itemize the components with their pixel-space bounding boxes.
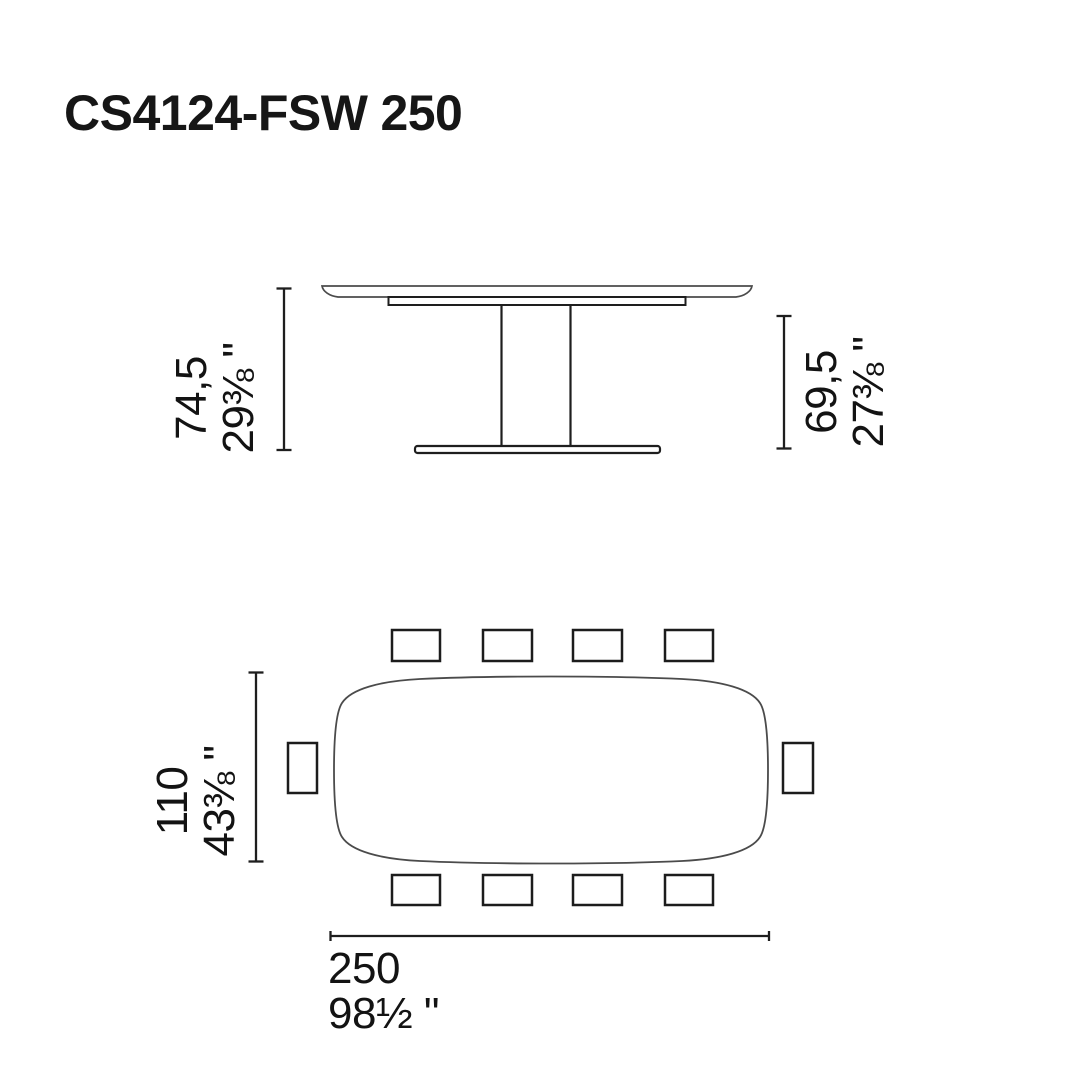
side-height-clearance-label: 69,5 27⅜ " (797, 336, 893, 448)
side-height-total-cm: 74,5 (167, 356, 216, 440)
side-base-plate (413, 444, 662, 455)
chair-bottom-4 (663, 873, 715, 907)
chair-bottom-3 (571, 873, 624, 907)
side-tabletop-outline (320, 285, 754, 298)
top-dimension-lines (248, 671, 771, 941)
chair-top-3 (571, 628, 624, 663)
side-height-total-label: 74,5 29⅜ " (167, 342, 263, 454)
chair-top-1 (390, 628, 442, 663)
top-tabletop-outline (333, 675, 769, 865)
chair-bottom-1 (390, 873, 442, 907)
top-length-label: 250 98½ " (328, 947, 439, 1037)
side-height-clearance-in: 27⅜ " (844, 336, 893, 448)
side-dimension-lines (276, 287, 792, 452)
chair-right (781, 741, 815, 795)
side-height-clearance-cm: 69,5 (797, 350, 846, 434)
top-length-dimension-line (329, 931, 771, 941)
side-height-total-in: 29⅜ " (214, 342, 263, 454)
top-depth-dimension-line (248, 671, 264, 863)
top-length-in: 98½ " (328, 989, 439, 1038)
model-code: CS4124-FSW (64, 85, 368, 141)
side-elevation-drawing (320, 285, 754, 455)
size-value: 250 (380, 85, 463, 141)
top-depth-cm: 110 (148, 766, 197, 836)
seating-plan (286, 628, 815, 907)
side-height-clearance-dimension-line (776, 314, 792, 450)
chair-top-4 (663, 628, 715, 663)
top-length-cm: 250 (328, 944, 400, 993)
top-depth-label: 110 43⅜ " (148, 745, 244, 857)
chair-left (286, 741, 319, 795)
top-plan-drawing (286, 628, 815, 907)
side-apron (387, 296, 687, 306)
chair-top-2 (481, 628, 534, 663)
chair-bottom-2 (481, 873, 534, 907)
side-height-total-dimension-line (276, 287, 292, 452)
top-depth-in: 43⅜ " (195, 745, 244, 857)
